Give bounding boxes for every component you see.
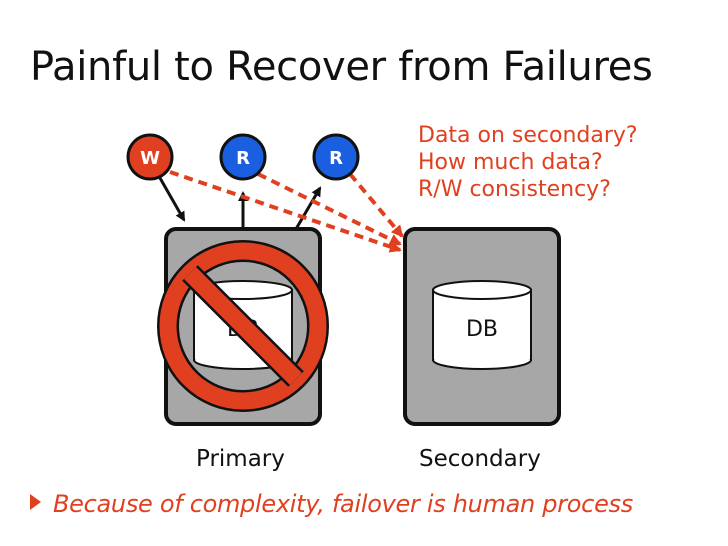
secondary-label: Secondary: [419, 446, 541, 472]
question-item: R/W consistency?: [418, 177, 611, 202]
page-title: Painful to Recover from Failures: [30, 44, 653, 90]
primary-label: Primary: [196, 446, 285, 472]
bullet-text: Because of complexity, failover is human…: [53, 490, 633, 518]
question-item: How much data?: [418, 150, 603, 175]
svg-text:W: W: [140, 148, 160, 169]
question-item: Data on secondary?: [418, 123, 638, 148]
failover-arrow: [169, 170, 402, 253]
bullet-point: Because of complexity, failover is human…: [30, 490, 633, 518]
client-read: R: [219, 133, 267, 181]
write-arrow: [158, 177, 186, 222]
failover-arrow: [348, 172, 404, 238]
client-read: R: [312, 133, 360, 181]
question-list: Data on secondary? How much data? R/W co…: [418, 122, 638, 203]
database-icon: [432, 280, 532, 370]
client-write: W: [126, 133, 174, 181]
svg-text:R: R: [236, 148, 250, 169]
svg-text:R: R: [329, 148, 343, 169]
failover-arrow: [257, 172, 402, 246]
read-arrow: [294, 186, 322, 230]
no-entry-icon: [157, 240, 329, 412]
bullet-triangle-icon: [30, 494, 41, 510]
secondary-db-label: DB: [466, 317, 498, 342]
